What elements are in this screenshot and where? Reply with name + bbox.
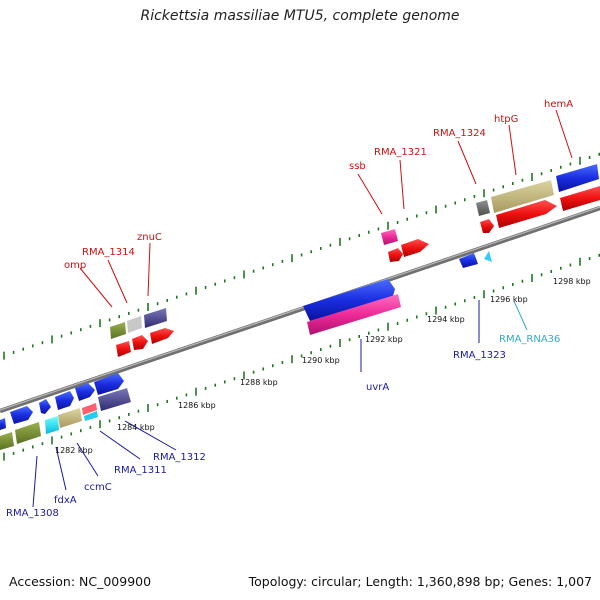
gene-left-2[interactable] <box>10 406 33 424</box>
gene-label-rma-1324[interactable]: RMA_1324 <box>433 128 486 139</box>
gene-label-hema[interactable]: hemA <box>544 99 573 110</box>
gene-label-rma-1311[interactable]: RMA_1311 <box>114 465 167 476</box>
scale-label: 1292 kbp <box>365 335 403 344</box>
scale-label: 1288 kbp <box>240 378 278 387</box>
gene-label-uvra[interactable]: uvrA <box>366 382 389 393</box>
gene-rma1308[interactable] <box>0 432 14 450</box>
gene-label-rma-1323[interactable]: RMA_1323 <box>453 350 506 361</box>
gene-left-5[interactable] <box>75 383 95 401</box>
gene-rma1314[interactable] <box>127 316 142 333</box>
gene-red-e[interactable] <box>480 219 494 233</box>
leader-lines <box>32 109 573 508</box>
gene-fdxa[interactable] <box>45 416 59 434</box>
upper-tick-track <box>3 152 600 360</box>
gene-red-d[interactable] <box>388 248 403 262</box>
gene-khaki[interactable] <box>58 408 82 428</box>
accession-text: Accession: NC_009900 <box>9 574 152 589</box>
gene-red-c[interactable] <box>150 328 174 344</box>
genome-summary-text: Topology: circular; Length: 1,360,898 bp… <box>248 574 592 589</box>
scale-label: 1290 kbp <box>302 356 340 365</box>
gene-fdxa-olive[interactable] <box>15 422 41 444</box>
gene-hema[interactable] <box>556 164 599 192</box>
scale-label: 1284 kbp <box>117 423 155 432</box>
gene-label-omp[interactable]: omp <box>64 260 86 271</box>
gene-rma1321[interactable] <box>401 239 429 257</box>
gene-label-rma-rna36[interactable]: RMA_RNA36 <box>499 334 560 345</box>
reverse-genes <box>0 251 492 450</box>
gene-label-rma-1321[interactable]: RMA_1321 <box>374 147 427 158</box>
gene-ssb[interactable] <box>381 229 398 245</box>
scale-label: 1296 kbp <box>490 295 528 304</box>
gene-red-b[interactable] <box>132 335 148 350</box>
gene-left-1[interactable] <box>0 418 6 430</box>
scale-label: 1286 kbp <box>178 401 216 410</box>
scale-labels: 1282 kbp 1284 kbp 1286 kbp 1288 kbp 1290 kbp… <box>55 277 591 455</box>
gene-label-fdxa[interactable]: fdxA <box>54 495 77 506</box>
gene-red-a[interactable] <box>116 341 131 357</box>
gene-left-4[interactable] <box>55 391 74 410</box>
gene-ccmc[interactable] <box>82 403 97 415</box>
map-title: Rickettsia massiliae MTU5, complete geno… <box>140 8 460 24</box>
gene-label-rma-1312[interactable]: RMA_1312 <box>153 452 206 463</box>
gene-red-g[interactable] <box>560 186 600 211</box>
gene-label-rma-1314[interactable]: RMA_1314 <box>82 247 135 258</box>
gene-rma1311[interactable] <box>84 411 98 421</box>
gene-label-rma-1308[interactable]: RMA_1308 <box>6 508 59 519</box>
gene-omp[interactable] <box>110 322 126 339</box>
gene-label-ccmc[interactable]: ccmC <box>84 482 112 493</box>
gene-znuc[interactable] <box>144 308 167 328</box>
forward-genes <box>110 164 600 357</box>
lower-tick-track <box>3 253 600 461</box>
gene-red-f[interactable] <box>496 200 557 228</box>
gene-uvra[interactable] <box>303 279 395 321</box>
scale-label: 1282 kbp <box>55 446 93 455</box>
scale-label: 1294 kbp <box>427 315 465 324</box>
genome-backbone <box>0 205 600 414</box>
gene-rma-rna36[interactable] <box>484 251 492 262</box>
gene-left-6[interactable] <box>94 373 124 395</box>
gene-label-htpg[interactable]: htpG <box>494 114 518 125</box>
gene-htpg[interactable] <box>491 180 554 213</box>
scale-label: 1298 kbp <box>553 277 591 286</box>
gene-label-ssb[interactable]: ssb <box>349 161 366 172</box>
gene-rma1324[interactable] <box>476 200 490 216</box>
gene-rma1323[interactable] <box>459 253 478 268</box>
gene-uvra-pink[interactable] <box>307 294 401 335</box>
gene-label-znuc[interactable]: znuC <box>137 232 162 243</box>
gene-rma1312[interactable] <box>98 388 131 411</box>
gene-left-3[interactable] <box>39 399 51 414</box>
